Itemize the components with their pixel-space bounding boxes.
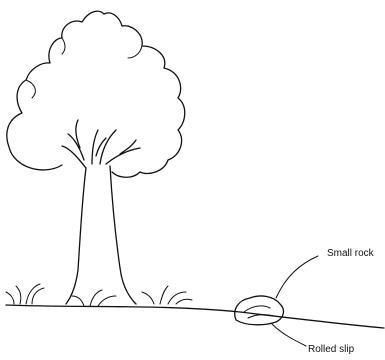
rolled-slip-label: Rolled slip (308, 344, 354, 355)
canopy-detail-top (62, 38, 65, 54)
branch-right (106, 140, 140, 164)
leader-small-rock (276, 256, 318, 298)
canopy-detail-right (128, 46, 142, 58)
grass-left (6, 284, 44, 304)
rock-shading (244, 306, 274, 318)
tree-trunk-right (110, 166, 136, 304)
leader-rolled-slip (272, 324, 306, 346)
tree-canopy (7, 11, 185, 177)
grass-right (142, 286, 192, 304)
rock (235, 296, 284, 325)
small-rock-label: Small rock (327, 248, 374, 259)
grass-center (72, 290, 116, 306)
canopy-detail-left (26, 80, 35, 98)
tree-trunk-left (66, 168, 86, 304)
ground-line (6, 305, 384, 328)
